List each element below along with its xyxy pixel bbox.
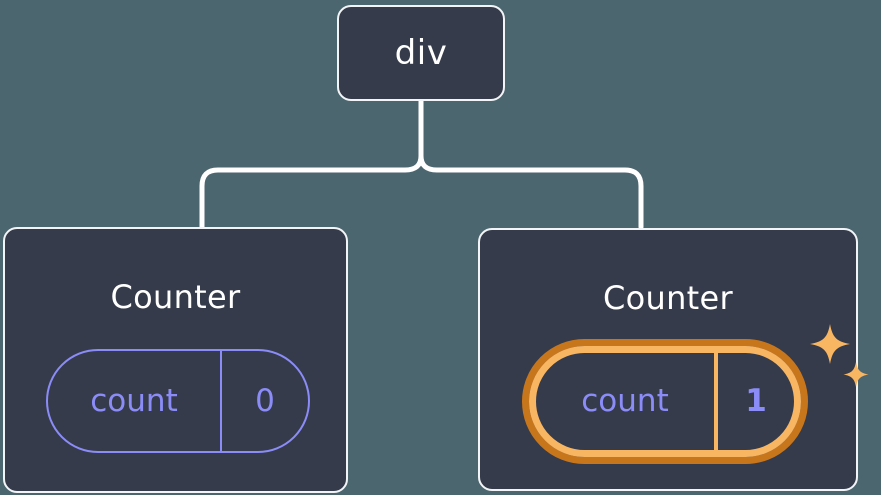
state-value-label: 1	[745, 383, 767, 419]
node-div[interactable]: div	[337, 5, 505, 101]
state-value-label: 0	[255, 382, 275, 419]
node-div-label: div	[394, 33, 448, 73]
state-pill-count-right-highlight-ring[interactable]: count 1	[522, 339, 808, 464]
state-key-label: count	[536, 353, 718, 450]
sparkle-large-icon	[810, 324, 850, 364]
node-counter-right[interactable]: Counter count 1	[478, 228, 869, 491]
connector-branch-left	[199, 153, 424, 230]
connector-branch-right	[418, 153, 644, 230]
state-pill-count-left[interactable]: count 0	[46, 349, 310, 453]
node-counter-right-title: Counter	[603, 279, 733, 317]
state-key-label: count	[48, 351, 222, 451]
node-counter-left[interactable]: Counter count 0	[3, 227, 348, 493]
state-pill-count-right[interactable]: count 1	[529, 346, 801, 457]
node-counter-left-title: Counter	[110, 278, 241, 316]
